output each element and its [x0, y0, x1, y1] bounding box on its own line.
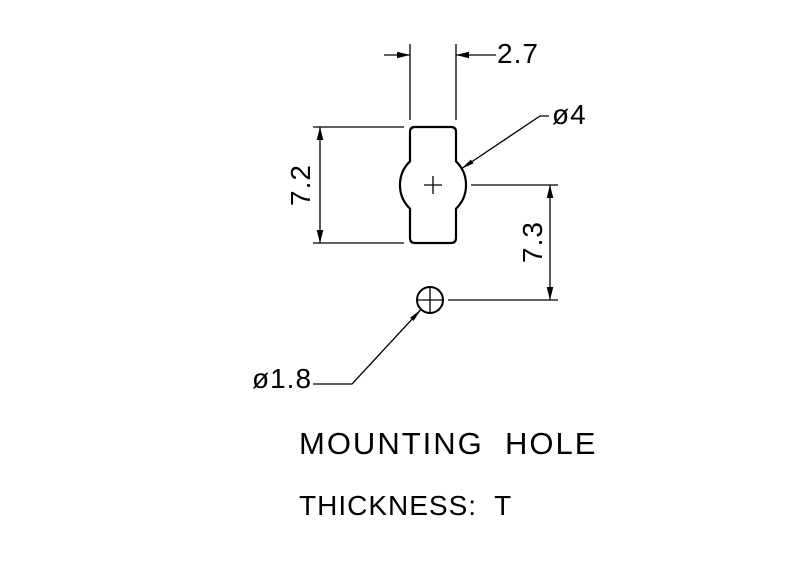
- large-hole-leader: [460, 115, 549, 170]
- arrowhead-icon: [316, 127, 324, 140]
- small-hole-leader: [313, 309, 422, 385]
- large-hole-diameter-label: ø4: [552, 99, 587, 130]
- drawing-title: MOUNTING HOLE: [299, 426, 598, 461]
- slot-hole-outline: [398, 125, 468, 245]
- arrowhead-icon: [461, 159, 474, 169]
- arrowhead-icon: [410, 309, 421, 321]
- center-mark-icon: [424, 176, 442, 194]
- dim-offset-label: 7.3: [517, 221, 548, 263]
- small-hole-diameter-label: ø1.8: [252, 363, 313, 394]
- offset-dimension: [448, 184, 558, 301]
- center-mark-icon: [417, 287, 443, 313]
- dim-width-label: 2.7: [497, 38, 539, 69]
- arrowhead-icon: [546, 287, 554, 300]
- thickness-note: THICKNESS: T: [299, 490, 513, 521]
- arrowhead-icon: [546, 185, 554, 198]
- arrowhead-icon: [316, 230, 324, 243]
- dim-height-label: 7.2: [285, 164, 316, 206]
- slot-outline-path: [398, 125, 468, 245]
- small-hole: [416, 286, 444, 314]
- leader-line: [460, 115, 549, 170]
- height-dimension: [313, 126, 404, 244]
- width-dimension: [384, 44, 496, 120]
- small-hole-circle: [416, 286, 444, 314]
- arrowhead-icon: [397, 51, 410, 59]
- arrowhead-icon: [456, 51, 469, 59]
- leader-line: [313, 309, 422, 385]
